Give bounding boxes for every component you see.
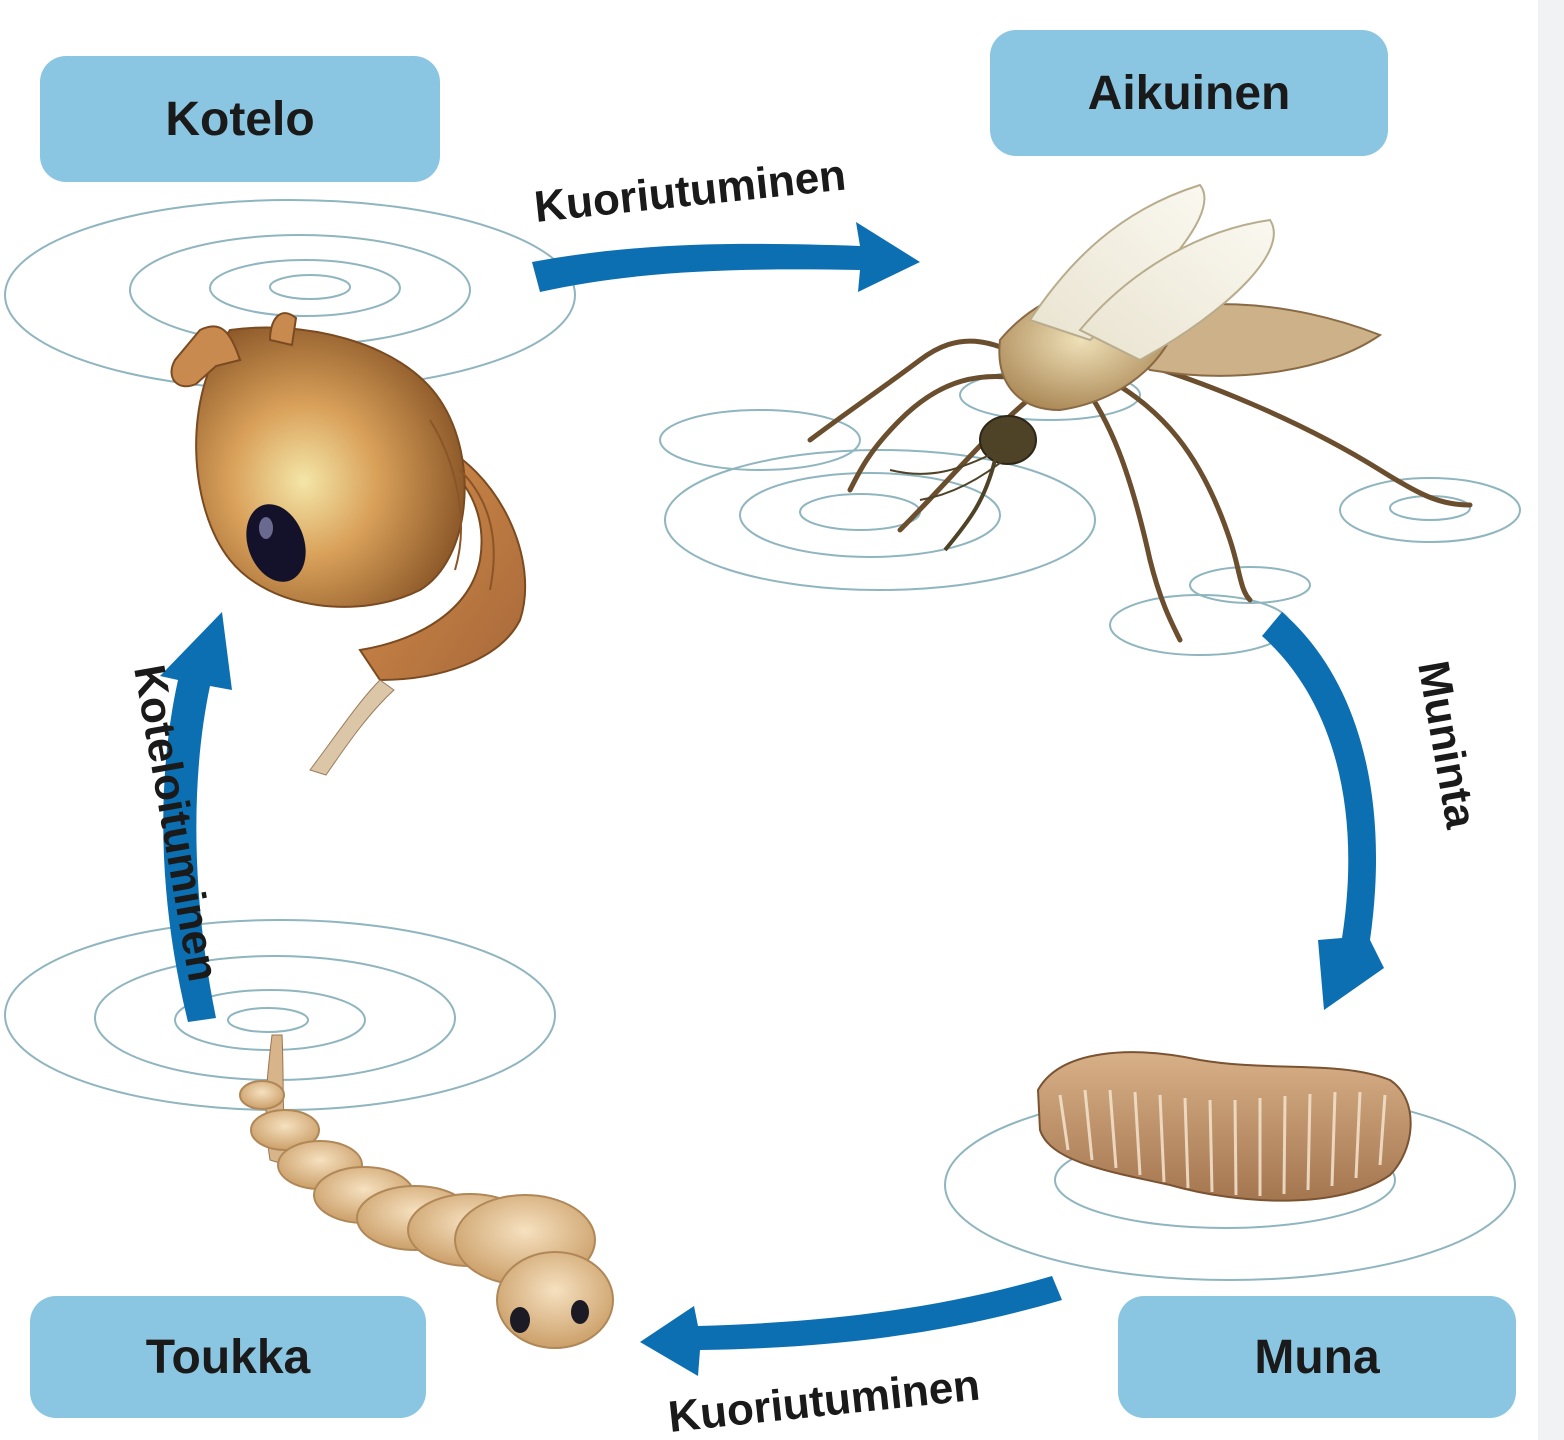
arrow-pupa-to-adult bbox=[532, 222, 920, 292]
label-pupa-to-adult: Kuoriutuminen bbox=[532, 151, 848, 232]
label-larva-to-pupa: Koteloituminen bbox=[124, 661, 228, 985]
stage-box-egg: Muna bbox=[1118, 1296, 1516, 1418]
arrow-adult-to-egg bbox=[1262, 612, 1384, 1010]
egg-raft-illustration bbox=[1038, 1052, 1411, 1200]
stage-box-pupa: Kotelo bbox=[40, 56, 440, 182]
label-adult-to-egg: Muninta bbox=[1408, 657, 1486, 832]
arrow-egg-to-larva bbox=[640, 1276, 1062, 1376]
pupa-illustration bbox=[172, 313, 526, 775]
stage-box-larva: Toukka bbox=[30, 1296, 426, 1418]
adult-mosquito-illustration bbox=[810, 185, 1470, 640]
label-egg-to-larva: Kuoriutuminen bbox=[666, 1361, 982, 1440]
stage-box-adult: Aikuinen bbox=[990, 30, 1388, 156]
